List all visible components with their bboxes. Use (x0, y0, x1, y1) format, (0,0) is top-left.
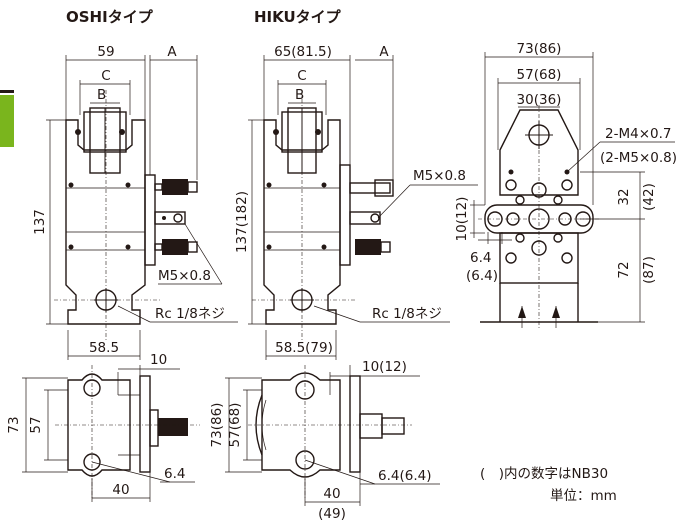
hiku-bottom-w-alt-label: (49) (318, 506, 346, 522)
hiku-c-label: C (297, 68, 306, 84)
oshi-c-label: C (101, 68, 110, 84)
hiku-height-label: 137(182) (234, 191, 250, 253)
side-h-upper-alt-label: (42) (641, 183, 657, 211)
oshi-bottom-h-inner-label: 57 (28, 416, 44, 433)
side-h-lower-label: 72 (616, 261, 632, 278)
hiku-b-label: B (295, 87, 304, 103)
hiku-base-label: 58.5(79) (275, 340, 333, 356)
side-w-inner-label: 30(36) (517, 92, 562, 108)
side-hole-b-label: (6.4) (466, 268, 498, 284)
hiku-bottom-h-outer-label: 73(86) (209, 403, 225, 448)
oshi-width-label: 59 (97, 44, 114, 60)
hiku-a-label: A (379, 44, 389, 60)
hiku-bottom-t-label: 10(12) (362, 359, 407, 375)
side-view (478, 105, 600, 330)
side-screw-top-label: 2-M4×0.7 (605, 126, 671, 142)
unit-note: 単位：mm (550, 488, 617, 504)
side-h-mid-label: 10(12) (454, 197, 470, 242)
paren-note: ( )内の数字はNB30 (480, 466, 608, 482)
side-view-dimensions: 73(86) 57(68) 30(36) 2-M4×0.7 (2-M5×0.8)… (454, 41, 677, 323)
hiku-bottom-w-label: 40 (323, 486, 340, 502)
oshi-bottom-hole-label: 6.4 (164, 466, 185, 482)
side-h-lower-alt-label: (87) (641, 256, 657, 284)
hiku-bottom-hole-label: 6.4(6.4) (378, 468, 431, 484)
oshi-b-label: B (97, 87, 106, 103)
side-w-outer-label: 73(86) (517, 41, 562, 57)
section-tab (0, 90, 14, 147)
side-w-mid-label: 57(68) (517, 67, 562, 83)
side-hole-a-label: 6.4 (470, 250, 491, 266)
hiku-front-view (252, 90, 394, 340)
oshi-height-label: 137 (32, 209, 48, 235)
oshi-front-dimensions: 59 A C B 137 M5×0.8 Rc 1/8ネジ 58.5 (32, 44, 238, 360)
hiku-width-label: 65(81.5) (274, 44, 332, 60)
oshi-front-view (54, 90, 198, 340)
oshi-bottom-h-outer-label: 73 (6, 416, 22, 433)
side-h-upper-label: 32 (616, 188, 632, 205)
oshi-a-label: A (167, 44, 177, 60)
oshi-bottom-dimensions: 73 57 10 6.4 40 (6, 352, 195, 502)
title-hiku: HIKUタイプ (254, 8, 342, 26)
oshi-rc-label: Rc 1/8ネジ (155, 306, 225, 322)
hiku-port-label: M5×0.8 (413, 168, 466, 184)
hiku-bottom-h-inner-label: 57(68) (227, 403, 243, 448)
side-screw-bottom-label: (2-M5×0.8) (600, 150, 677, 166)
hiku-bottom-dimensions: 73(86) 57(68) 10(12) 6.4(6.4) 40 (49) (209, 359, 440, 522)
hiku-rc-label: Rc 1/8ネジ (372, 306, 442, 322)
oshi-bottom-t-label: 10 (150, 352, 167, 368)
oshi-port-label: M5×0.8 (158, 268, 211, 284)
hiku-front-dimensions: 65(81.5) A C B 137(182) M5×0.8 Rc 1/8ネジ … (234, 44, 478, 360)
oshi-bottom-w-label: 40 (112, 482, 129, 498)
title-oshi: OSHIタイプ (66, 8, 154, 26)
oshi-base-label: 58.5 (89, 340, 119, 356)
oshi-bottom-view (55, 365, 200, 500)
